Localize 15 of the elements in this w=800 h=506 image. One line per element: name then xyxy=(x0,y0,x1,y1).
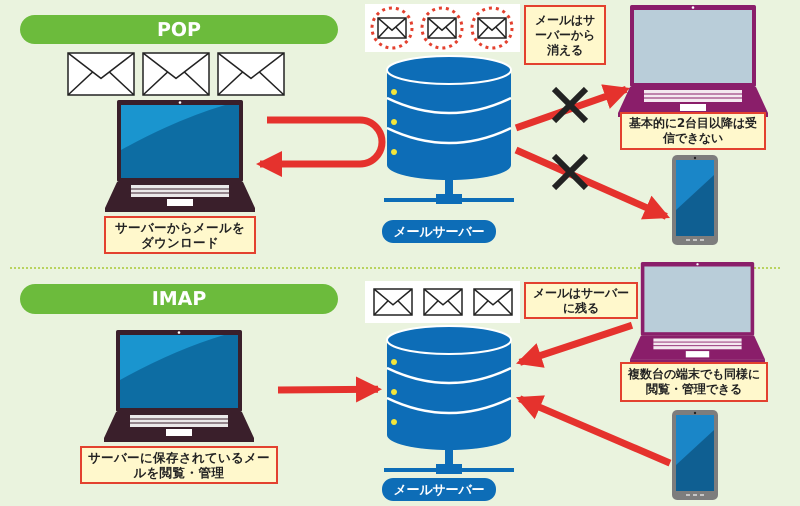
section-band: POP xyxy=(20,15,338,44)
callout-box: メールはサーバーに残る xyxy=(524,282,638,319)
arrow xyxy=(514,146,670,220)
server-label: メールサーバー xyxy=(382,220,496,243)
arrow xyxy=(256,116,386,178)
caption-box: サーバーからメールをダウンロード xyxy=(104,216,256,254)
section-band: IMAP xyxy=(20,284,338,314)
callout-box: 基本的に2台目以降は受信できない xyxy=(620,112,766,150)
caption-box: サーバーに保存されているメールを閲覧・管理 xyxy=(80,446,278,484)
callout-box: 複数台の端末でも同様に閲覧・管理できる xyxy=(620,362,768,402)
server-label: メールサーバー xyxy=(382,478,496,501)
arrow xyxy=(516,395,672,466)
callout-box: メールはサーバーから消える xyxy=(524,5,606,65)
arrow xyxy=(278,376,382,402)
arrow xyxy=(514,84,630,132)
